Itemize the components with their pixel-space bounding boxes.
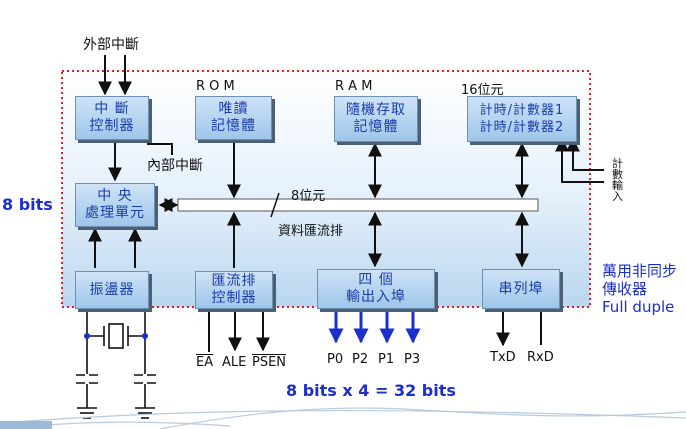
bus-width-tick: [270, 192, 280, 218]
io-ports-block: 四 個 輸出入埠: [317, 269, 435, 309]
ram-block-line-2: 記憶體: [353, 119, 399, 135]
rom-label: R O M: [196, 79, 235, 94]
timer-counter-line-2: 計時/計數器2: [479, 120, 565, 135]
timer-counter-line-1: 計時/計數器1: [479, 103, 565, 118]
io-ports-line-2: 輸出入埠: [346, 289, 406, 305]
serial-port-label: 串列埠: [498, 280, 544, 297]
counter-input-char-1: 計: [612, 157, 623, 170]
crystal-circuit: [76, 307, 156, 419]
internal-interrupt-label: 內部中斷: [147, 158, 203, 174]
junction-right: [142, 333, 148, 339]
bits16-label: 16位元: [461, 83, 504, 98]
cpu-line-2: 處理單元: [85, 205, 145, 221]
rxd-label: RxD: [527, 350, 554, 365]
cap-gap-right: [143, 374, 147, 384]
counter-input-line-2: [555, 137, 604, 183]
decorative-wave: [0, 407, 686, 429]
ale-label: ALE: [222, 355, 247, 370]
ports-bits-label: 8 bits x 4 = 32 bits: [286, 381, 456, 400]
counter-input-char-2: 數: [612, 168, 623, 181]
bus-controller-line-2: 控制器: [211, 290, 257, 306]
bus-width-label: 8位元: [291, 189, 326, 204]
counter-input-char-3: 輸: [612, 179, 623, 192]
external-interrupt-label: 外部中斷: [83, 37, 139, 53]
oscillator-block: 振盪器: [75, 271, 149, 309]
interrupt-controller-line-2: 控制器: [89, 118, 135, 134]
txd-label: TxD: [490, 350, 516, 365]
port-p2-label: P2: [352, 352, 369, 367]
data-bus: [177, 198, 539, 212]
uart-note-line-3: Full duple: [602, 298, 675, 316]
cpu-block: 中 央 處理單元: [75, 183, 155, 227]
ram-block: 隨機存取 記憶體: [334, 96, 418, 142]
timer-counter-block: 計時/計數器1 計時/計數器2: [467, 96, 577, 142]
rom-block: 唯讀 記憶體: [195, 96, 272, 140]
cpu-line-1: 中 央: [97, 188, 133, 204]
counter-input-char-4: 入: [612, 190, 623, 203]
cpu-bits-label: 8 bits: [2, 195, 53, 214]
counter-input-label: 計 數 輸 入: [612, 158, 626, 202]
junction-left: [84, 333, 90, 339]
bus-controller-line-1: 匯流排: [211, 273, 257, 289]
uart-note-line-1: 萬用非同步: [602, 262, 678, 280]
port-p3-label: P3: [404, 352, 421, 367]
serial-port-block: 串列埠: [482, 269, 560, 309]
uart-note: 萬用非同步 傳收器 Full duple: [602, 262, 686, 316]
interrupt-controller-line-1: 中 斷: [94, 101, 130, 117]
wave-block: [0, 421, 52, 429]
rom-block-line-2: 記憶體: [211, 118, 256, 134]
rom-block-line-1: 唯讀: [218, 101, 249, 117]
ea-label: EA: [196, 355, 214, 370]
oscillator-label: 振盪器: [89, 281, 135, 298]
port-p0-label: P0: [327, 352, 344, 367]
cap-gap-left: [85, 374, 89, 384]
counter-input-line-1: [566, 137, 604, 171]
data-bus-label: 資料匯流排: [278, 224, 344, 239]
internal-int-line: [147, 143, 173, 155]
bus-controller-block: 匯流排 控制器: [195, 271, 273, 309]
psen-label: PSEN: [252, 355, 287, 370]
io-ports-line-1: 四 個: [358, 272, 394, 288]
interrupt-controller-block: 中 斷 控制器: [75, 96, 149, 140]
ram-label: R A M: [335, 79, 373, 94]
chip-border: [61, 70, 591, 308]
port-p1-label: P1: [378, 352, 395, 367]
uart-note-line-2: 傳收器: [602, 280, 648, 298]
ram-block-line-1: 隨機存取: [346, 102, 406, 118]
